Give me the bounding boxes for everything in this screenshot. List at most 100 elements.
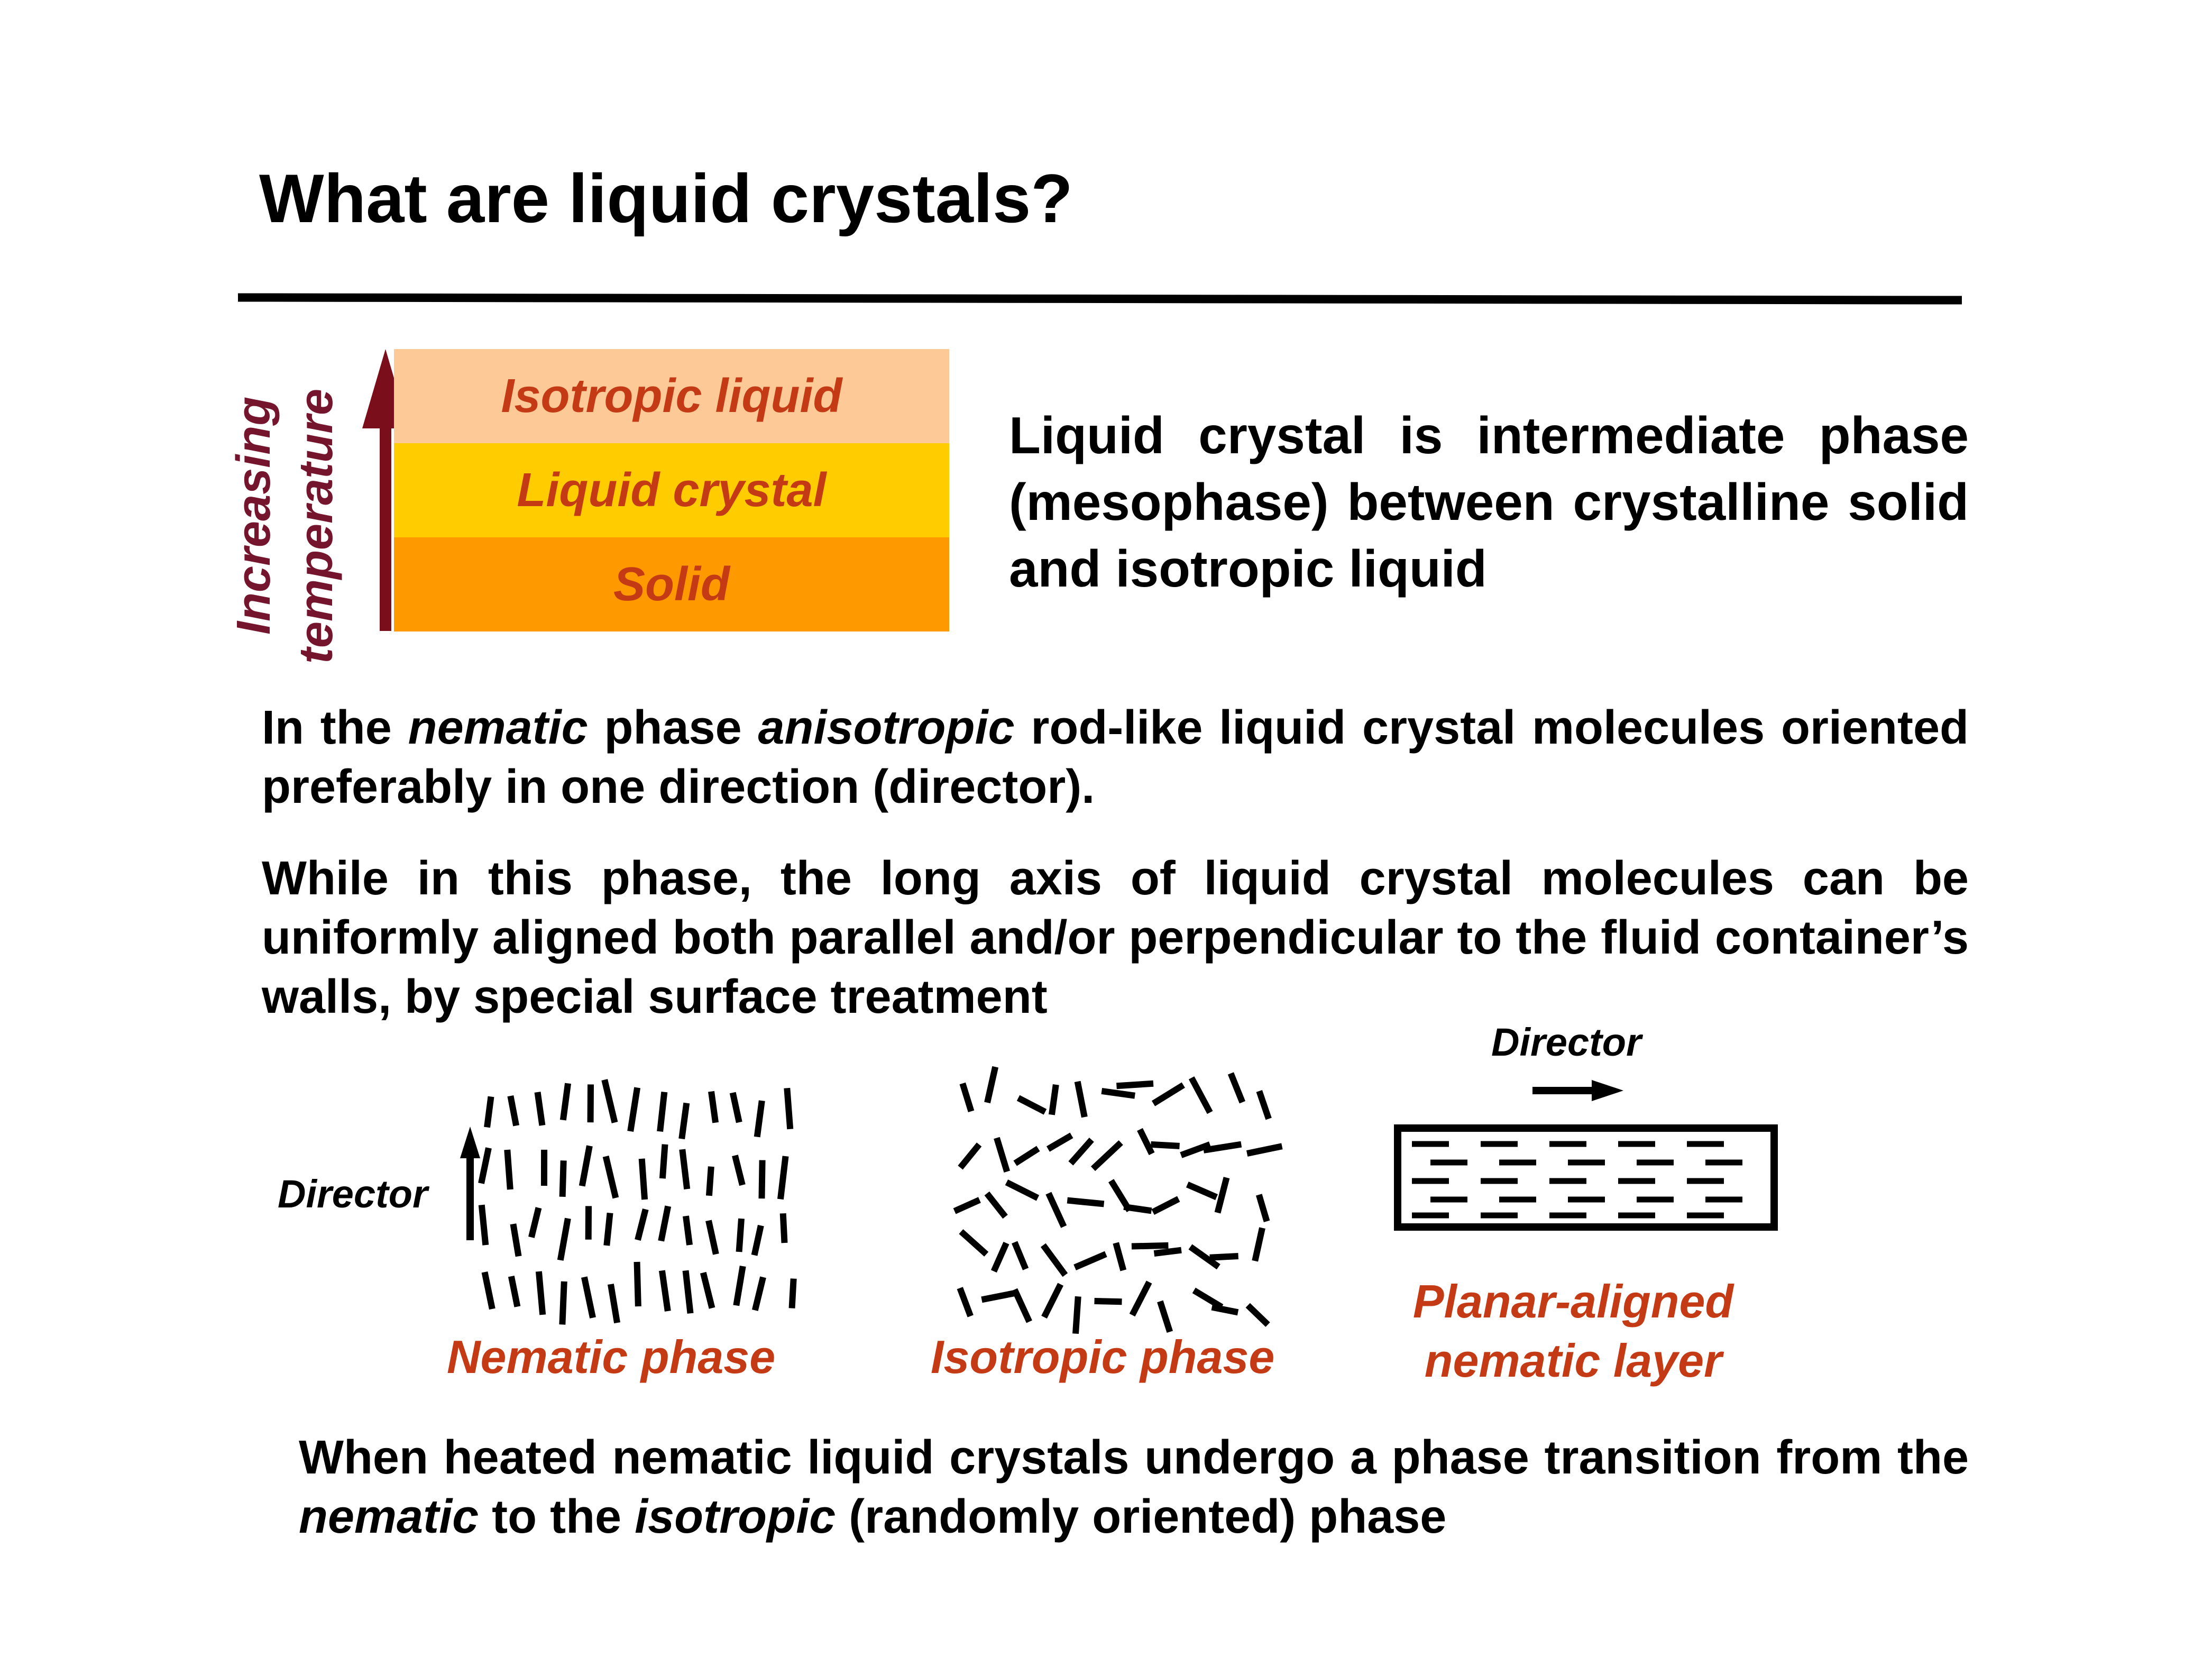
isotropic-rod bbox=[1137, 1128, 1155, 1156]
isotropic-rod bbox=[959, 1082, 975, 1113]
isotropic-rod bbox=[1040, 1243, 1068, 1277]
nematic-rod bbox=[657, 1092, 668, 1132]
temperature-axis-label: Increasing temperature bbox=[214, 370, 352, 666]
nematic-rod bbox=[777, 1156, 789, 1200]
nematic-rod bbox=[603, 1212, 613, 1246]
nematic-emphasis-1: nematic bbox=[408, 701, 588, 754]
isotropic-rod bbox=[1012, 1241, 1029, 1270]
nematic-rod bbox=[659, 1144, 668, 1179]
isotropic-rod bbox=[1129, 1280, 1152, 1317]
planar-container bbox=[1394, 1124, 1778, 1231]
isotropic-rod bbox=[1203, 1141, 1242, 1154]
nematic-rod bbox=[682, 1270, 694, 1314]
nematic-rod bbox=[638, 1158, 648, 1200]
caption-nematic-phase: Nematic phase bbox=[447, 1331, 776, 1383]
nematic-rod bbox=[484, 1096, 494, 1128]
isotropic-rod bbox=[1252, 1227, 1265, 1262]
isotropic-rod bbox=[1012, 1288, 1032, 1323]
transition-text-2: to the bbox=[479, 1490, 635, 1543]
isotropic-rod bbox=[1180, 1141, 1211, 1158]
nematic-rod bbox=[534, 1092, 546, 1126]
nematic-rod bbox=[559, 1281, 567, 1325]
nematic-text-3: rod-like liquid crystal molecules orient… bbox=[262, 701, 1969, 813]
nematic-rod bbox=[700, 1271, 715, 1309]
planar-rods bbox=[1412, 1141, 1742, 1219]
isotropic-rod bbox=[1245, 1303, 1270, 1327]
isotropic-rod bbox=[953, 1197, 981, 1214]
nematic-rod bbox=[732, 1155, 746, 1186]
isotropic-rod bbox=[958, 1142, 982, 1170]
isotropic-rod bbox=[1113, 1242, 1127, 1271]
nematic-rod bbox=[678, 1102, 690, 1140]
isotropic-rod bbox=[994, 1137, 1011, 1173]
nematic-rod bbox=[508, 1275, 521, 1307]
band-isotropic-liquid: Isotropic liquid bbox=[394, 349, 949, 443]
isotropic-rod bbox=[957, 1287, 974, 1317]
isotropic-rod bbox=[1016, 1095, 1047, 1115]
nematic-text-2: phase bbox=[588, 701, 758, 754]
axis-label-line1: Increasing bbox=[227, 396, 280, 635]
isotropic-rod bbox=[984, 1191, 1008, 1219]
nematic-rod bbox=[679, 1149, 691, 1189]
isotropic-rod bbox=[1151, 1141, 1180, 1149]
transition-text-3: (randomly oriented) phase bbox=[836, 1490, 1447, 1543]
isotropic-rod bbox=[959, 1229, 989, 1257]
nematic-rod bbox=[683, 1215, 693, 1246]
transition-emphasis-2: isotropic bbox=[635, 1490, 836, 1543]
nematic-rod bbox=[507, 1095, 520, 1127]
nematic-rod bbox=[658, 1205, 672, 1242]
isotropic-rod bbox=[1151, 1196, 1180, 1215]
nematic-director-label: Director bbox=[278, 1172, 428, 1216]
nematic-rod bbox=[708, 1091, 719, 1123]
nematic-rod bbox=[481, 1271, 495, 1310]
planar-director-label: Director bbox=[1491, 1020, 1641, 1064]
nematic-rod bbox=[528, 1207, 542, 1238]
isotropic-rod bbox=[1131, 1242, 1169, 1250]
band-liquid-crystal: Liquid crystal bbox=[394, 443, 949, 537]
axis-label-line2: temperature bbox=[290, 388, 343, 664]
band-solid: Solid bbox=[394, 537, 949, 631]
isotropic-rod bbox=[1188, 1244, 1220, 1270]
isotropic-rod bbox=[1186, 1182, 1218, 1201]
isotropic-rod bbox=[1041, 1283, 1063, 1319]
isotropic-rods bbox=[953, 1066, 1283, 1334]
isotropic-rod bbox=[1123, 1203, 1152, 1214]
nematic-text-1: In the bbox=[262, 701, 408, 754]
nematic-rod bbox=[478, 1204, 489, 1246]
definition-paragraph: Liquid crystal is intermediate phase (me… bbox=[1009, 406, 1969, 598]
transition-emphasis-1: nematic bbox=[299, 1490, 479, 1543]
isotropic-rod bbox=[1209, 1252, 1239, 1261]
isotropic-rod bbox=[1214, 1177, 1230, 1214]
nematic-rod bbox=[758, 1160, 766, 1199]
planar-director-arrow bbox=[1532, 1080, 1623, 1101]
isotropic-rod bbox=[1108, 1179, 1133, 1213]
nematic-rod bbox=[557, 1217, 571, 1261]
nematic-rod bbox=[627, 1087, 641, 1132]
isotropic-rod bbox=[1013, 1146, 1040, 1166]
nematic-rod bbox=[559, 1083, 572, 1121]
nematic-rod bbox=[779, 1213, 788, 1243]
caption-planar-aligned: Planar-aligned nematic layer bbox=[1399, 1272, 1748, 1390]
nematic-director-arrow bbox=[460, 1127, 480, 1240]
isotropic-rod bbox=[1046, 1132, 1073, 1152]
nematic-rod bbox=[579, 1145, 593, 1187]
temperature-arrow-shaft bbox=[380, 426, 391, 631]
nematic-rod bbox=[535, 1271, 546, 1315]
slide-title: What are liquid crystals? bbox=[259, 160, 1073, 237]
isotropic-rod bbox=[1101, 1087, 1135, 1099]
nematic-rod bbox=[478, 1147, 492, 1184]
transition-text-1: When heated nematic liquid crystals unde… bbox=[299, 1431, 1969, 1484]
isotropic-rod bbox=[984, 1066, 999, 1104]
nematic-rod bbox=[754, 1100, 765, 1138]
alignment-paragraph: While in this phase, the long axis of li… bbox=[262, 852, 1969, 1023]
nematic-rod bbox=[608, 1284, 620, 1324]
nematic-rod bbox=[658, 1270, 671, 1312]
nematic-rod bbox=[736, 1218, 745, 1252]
isotropic-rod bbox=[1090, 1140, 1123, 1171]
isotropic-rod bbox=[1246, 1143, 1283, 1157]
isotropic-rod bbox=[1116, 1080, 1154, 1090]
nematic-rod bbox=[751, 1224, 764, 1256]
isotropic-rod bbox=[1048, 1084, 1059, 1115]
nematic-rod bbox=[729, 1092, 742, 1123]
isotropic-rod bbox=[1045, 1192, 1067, 1228]
